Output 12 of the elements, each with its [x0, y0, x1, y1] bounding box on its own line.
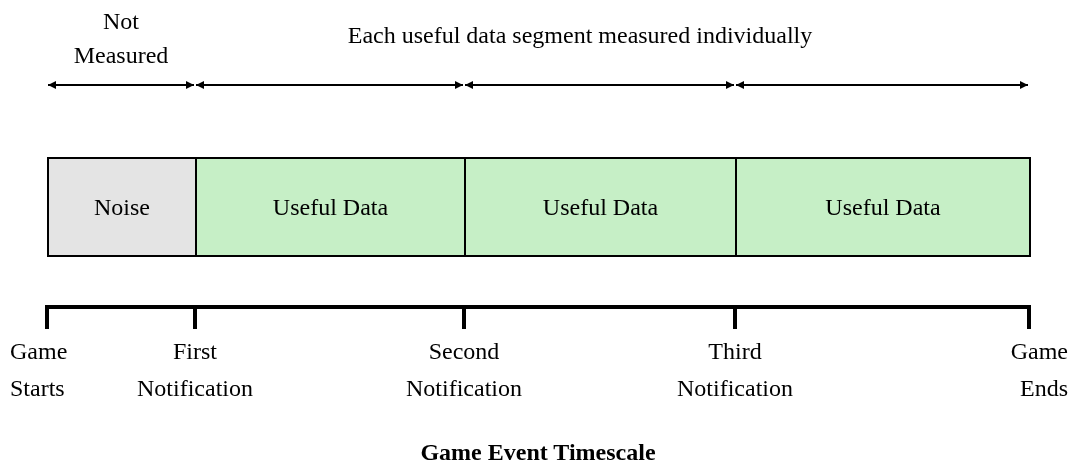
segment-box: Noise [47, 157, 197, 257]
span-label: Not Measured [72, 7, 170, 70]
tick-label: Game Ends [1009, 337, 1068, 403]
caption: Game Event Timescale [419, 438, 657, 466]
tick-label: Game Starts [10, 337, 69, 403]
tick-label: Third Notification [676, 337, 794, 403]
span-label: Each useful data segment measured individually [346, 21, 814, 50]
segment-box: Useful Data [735, 157, 1031, 257]
segment-box: Useful Data [195, 157, 466, 257]
tick-label: Second Notification [405, 337, 523, 403]
segment-box: Useful Data [464, 157, 737, 257]
tick-label: First Notification [136, 337, 254, 403]
